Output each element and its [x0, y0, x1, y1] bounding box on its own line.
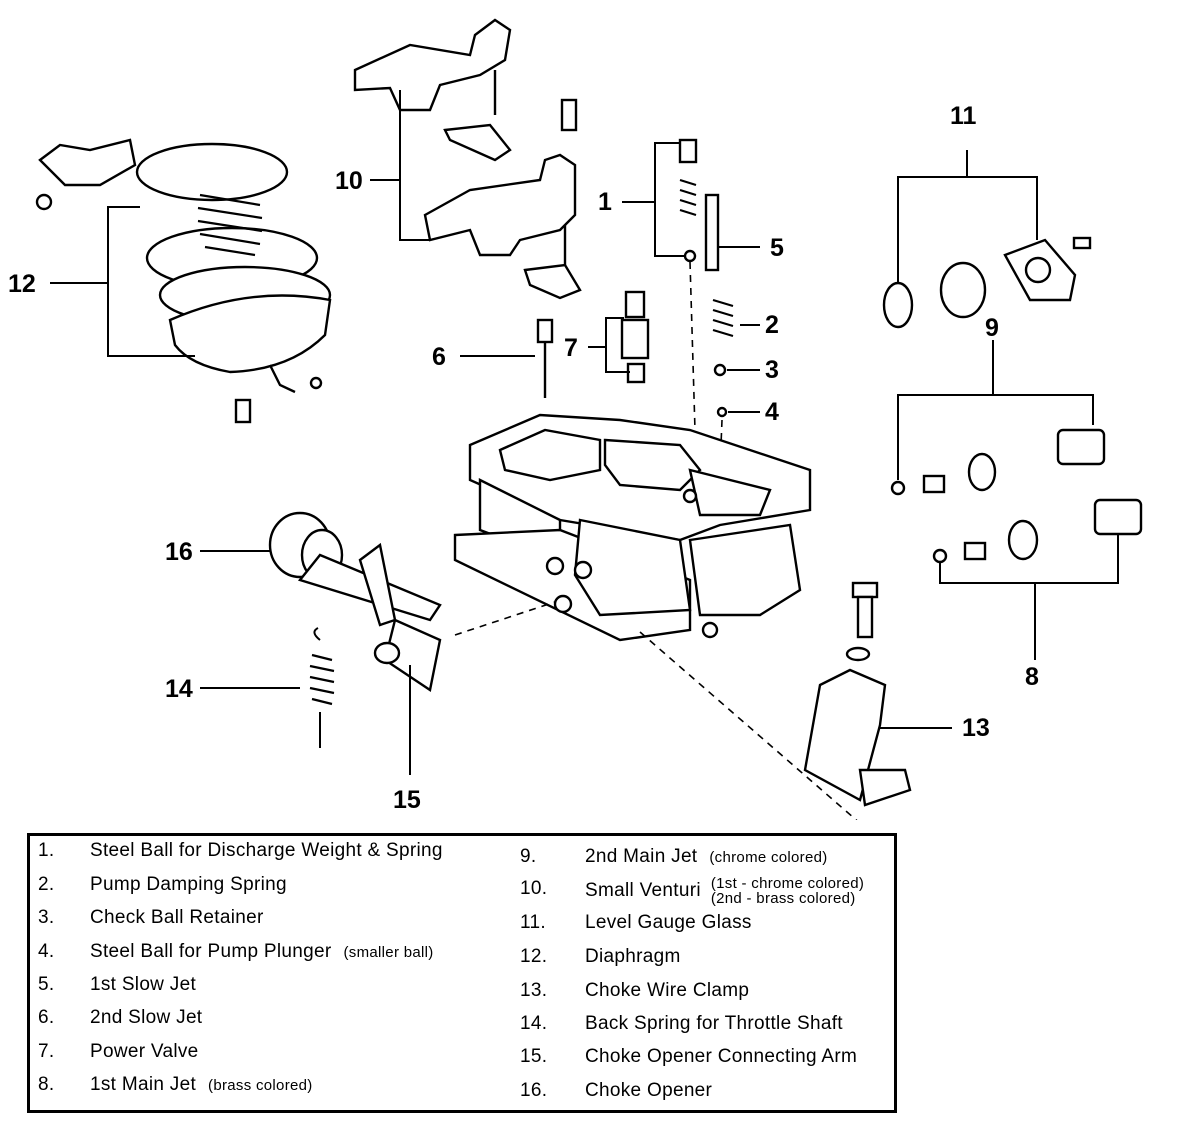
legend-number: 4.	[38, 941, 55, 962]
legend-number: 7.	[38, 1041, 55, 1062]
legend-item-1: 1. Steel Ball for Discharge Weight & Spr…	[30, 840, 510, 864]
legend-item-10: 10. Small Venturi(1st - chrome colored)(…	[30, 874, 890, 908]
legend-label: Pump Damping Spring	[90, 874, 287, 895]
callout-15: 15	[393, 786, 421, 814]
legend-item-11: 11. Level Gauge Glass	[30, 912, 890, 936]
callout-7: 7	[564, 334, 578, 362]
callout-6: 6	[432, 343, 446, 371]
legend-number: 12.	[520, 946, 548, 967]
callout-2: 2	[765, 311, 779, 339]
legend-label: 2nd Main Jet(chrome colored)	[585, 846, 828, 867]
legend-label: Check Ball Retainer	[90, 907, 264, 928]
legend-number: 13.	[520, 980, 548, 1001]
small-venturi-assembly	[353, 18, 582, 300]
legend-item-12: 12. Diaphragm	[30, 946, 890, 970]
legend-item-6: 6. 2nd Slow Jet	[30, 1007, 510, 1031]
callout-1: 1	[598, 188, 612, 216]
legend-item-7: 7. Power Valve	[30, 1041, 510, 1065]
legend-note: (1st - chrome colored)(2nd - brass color…	[710, 875, 865, 907]
callout-3: 3	[765, 356, 779, 384]
callout-11: 11	[950, 102, 977, 130]
legend-item-16: 16. Choke Opener	[30, 1080, 890, 1104]
legend-label: 1st Slow Jet	[90, 974, 197, 995]
legend-label: Choke Opener Connecting Arm	[585, 1046, 858, 1067]
legend-number: 6.	[38, 1007, 55, 1028]
legend-item-9: 9. 2nd Main Jet(chrome colored)	[30, 846, 890, 870]
slow-jet-and-power-valve	[536, 290, 650, 398]
legend-label: Choke Opener	[585, 1080, 713, 1101]
legend-label: Power Valve	[90, 1041, 199, 1062]
callout-10: 10	[335, 167, 363, 195]
legend-label: Diaphragm	[585, 946, 681, 967]
callout-4: 4	[765, 398, 779, 426]
legend-item-15: 15. Choke Opener Connecting Arm	[30, 1046, 890, 1070]
legend-label: 1st Main Jet(brass colored)	[90, 1074, 313, 1095]
legend-label: 2nd Slow Jet	[90, 1007, 203, 1028]
legend-item-2: 2. Pump Damping Spring	[30, 874, 510, 898]
legend-label: Steel Ball for Discharge Weight & Spring	[90, 840, 443, 861]
legend-number: 9.	[520, 846, 537, 867]
legend-number: 2.	[38, 874, 55, 895]
legend-note: (chrome colored)	[709, 849, 828, 866]
legend-item-8: 8. 1st Main Jet(brass colored)	[30, 1074, 510, 1098]
legend-number: 11.	[520, 912, 546, 933]
legend-number: 5.	[38, 974, 55, 995]
legend-item-13: 13. Choke Wire Clamp	[30, 980, 890, 1004]
parts-legend: 1. Steel Ball for Discharge Weight & Spr…	[27, 833, 897, 1113]
legend-number: 16.	[520, 1080, 548, 1101]
legend-label: Steel Ball for Pump Plunger(smaller ball…	[90, 941, 434, 962]
exploded-parts-diagram: 1 2 3 4 5 6 7 8 9 10 11 12 13 14 15 16	[8, 18, 1143, 820]
legend-label: Choke Wire Clamp	[585, 980, 750, 1001]
diaphragm-assembly	[35, 138, 332, 424]
choke-wire-clamp	[803, 581, 912, 807]
pump-small-parts	[678, 138, 734, 418]
legend-item-14: 14. Back Spring for Throttle Shaft	[30, 1013, 890, 1037]
callout-9: 9	[985, 314, 999, 342]
legend-number: 15.	[520, 1046, 548, 1067]
legend-label: Small Venturi(1st - chrome colored)(2nd …	[585, 875, 865, 907]
carburetor-body	[453, 413, 812, 642]
legend-note: (smaller ball)	[343, 944, 434, 961]
legend-note: (brass colored)	[208, 1077, 313, 1094]
legend-item-4: 4. Steel Ball for Pump Plunger(smaller b…	[30, 941, 510, 965]
level-gauge-glass-parts	[882, 236, 1092, 329]
main-jet-parts	[890, 428, 1143, 564]
legend-number: 14.	[520, 1013, 548, 1034]
callout-5: 5	[770, 234, 784, 262]
callout-13: 13	[962, 714, 990, 742]
legend-number: 1.	[38, 840, 55, 861]
callout-12: 12	[8, 270, 36, 298]
callout-14: 14	[165, 675, 193, 703]
legend-item-5: 5. 1st Slow Jet	[30, 974, 510, 998]
choke-opener-linkage	[268, 511, 442, 748]
legend-number: 10.	[520, 878, 548, 899]
callout-8: 8	[1025, 663, 1039, 691]
callout-16: 16	[165, 538, 193, 566]
legend-label: Level Gauge Glass	[585, 912, 752, 933]
legend-number: 8.	[38, 1074, 55, 1095]
legend-number: 3.	[38, 907, 55, 928]
legend-item-3: 3. Check Ball Retainer	[30, 907, 510, 931]
legend-label: Back Spring for Throttle Shaft	[585, 1013, 843, 1034]
